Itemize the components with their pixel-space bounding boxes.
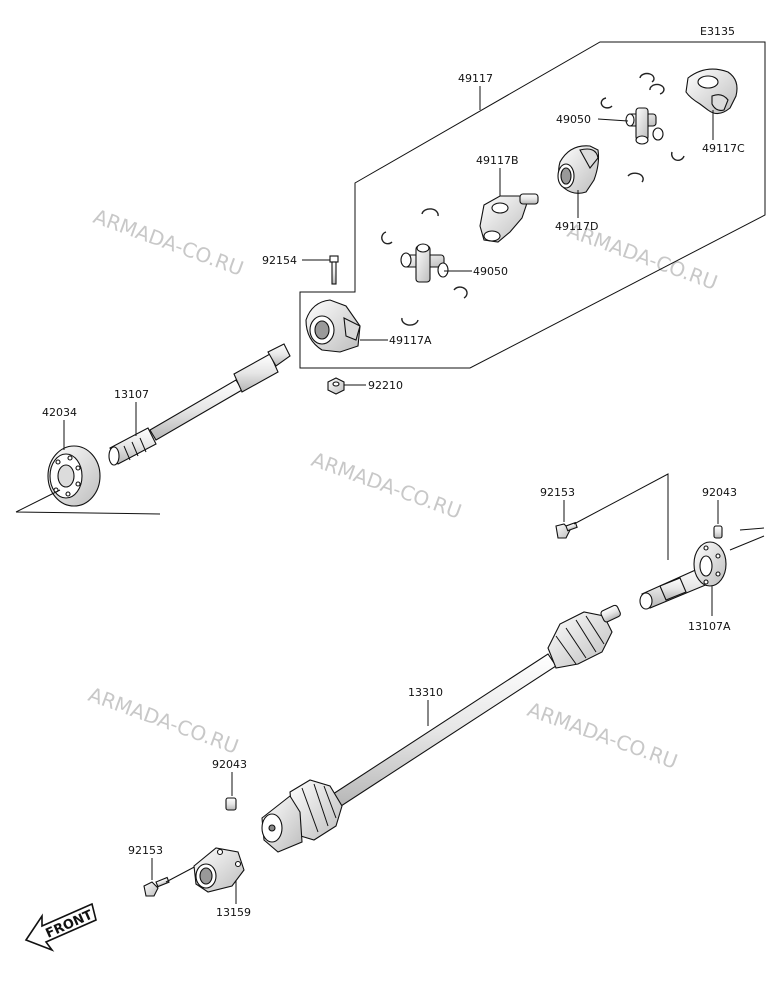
circlip-icon <box>670 151 685 162</box>
yoke-49117C[interactable] <box>685 68 738 115</box>
label-92153-lower: 92153 <box>128 844 163 857</box>
watermark-3: ARMADA-CO.RU <box>308 447 465 524</box>
yoke-49117D[interactable] <box>557 145 600 194</box>
label-49117C: 49117C <box>702 142 745 155</box>
bolt-92154[interactable] <box>329 255 339 285</box>
coupler-13159[interactable] <box>193 847 245 893</box>
label-92043-upper: 92043 <box>702 486 737 499</box>
bolt-92153-lower[interactable] <box>143 876 170 897</box>
shaft-13107A[interactable] <box>639 541 727 610</box>
yoke-49117A[interactable] <box>305 299 361 353</box>
shaft-13107[interactable] <box>108 343 291 466</box>
axis-line-rear <box>729 527 765 551</box>
circlip-icon <box>401 317 419 326</box>
label-13310: 13310 <box>408 686 443 699</box>
front-arrow-icon: FRONT <box>24 902 97 952</box>
flange-42034[interactable] <box>47 445 101 507</box>
label-13107A: 13107A <box>688 620 731 633</box>
nut-92210[interactable] <box>327 377 345 395</box>
spider-49050-upper[interactable] <box>625 107 664 145</box>
label-13159: 13159 <box>216 906 251 919</box>
label-92210: 92210 <box>368 379 403 392</box>
watermark-1: ARMADA-CO.RU <box>90 204 247 281</box>
axis-line-front <box>15 489 161 515</box>
label-49117A: 49117A <box>389 334 432 347</box>
circlip-icon <box>639 72 655 83</box>
label-92154: 92154 <box>262 254 297 267</box>
driveshaft-13310[interactable] <box>261 604 621 853</box>
watermark-5: ARMADA-CO.RU <box>524 697 681 774</box>
label-92153-upper: 92153 <box>540 486 575 499</box>
label-49117B: 49117B <box>476 154 519 167</box>
spider-49050-lower[interactable] <box>400 243 449 283</box>
label-42034: 42034 <box>42 406 77 419</box>
circlip-icon <box>421 208 439 217</box>
bolt-92153-upper[interactable] <box>555 521 578 539</box>
circlip-icon <box>453 286 468 299</box>
label-49050-upper: 49050 <box>556 113 591 126</box>
label-13107: 13107 <box>114 388 149 401</box>
circlip-icon <box>381 231 393 245</box>
watermark-4: ARMADA-CO.RU <box>85 682 242 759</box>
pin-92043-lower[interactable] <box>225 797 237 811</box>
yoke-49117B[interactable] <box>479 193 539 243</box>
label-49117: 49117 <box>458 72 493 85</box>
label-92043-lower: 92043 <box>212 758 247 771</box>
assembly-outline-49117 <box>299 41 766 369</box>
circlip-icon <box>627 172 644 183</box>
label-49050-lower: 49050 <box>473 265 508 278</box>
leader-92153-upper <box>573 473 669 560</box>
circlip-icon <box>600 97 613 109</box>
front-label: FRONT <box>44 908 96 942</box>
pin-92043-upper[interactable] <box>713 525 723 539</box>
diagram-code: E3135 <box>700 25 735 38</box>
circlip-icon <box>649 83 665 95</box>
label-49117D: 49117D <box>555 220 598 233</box>
